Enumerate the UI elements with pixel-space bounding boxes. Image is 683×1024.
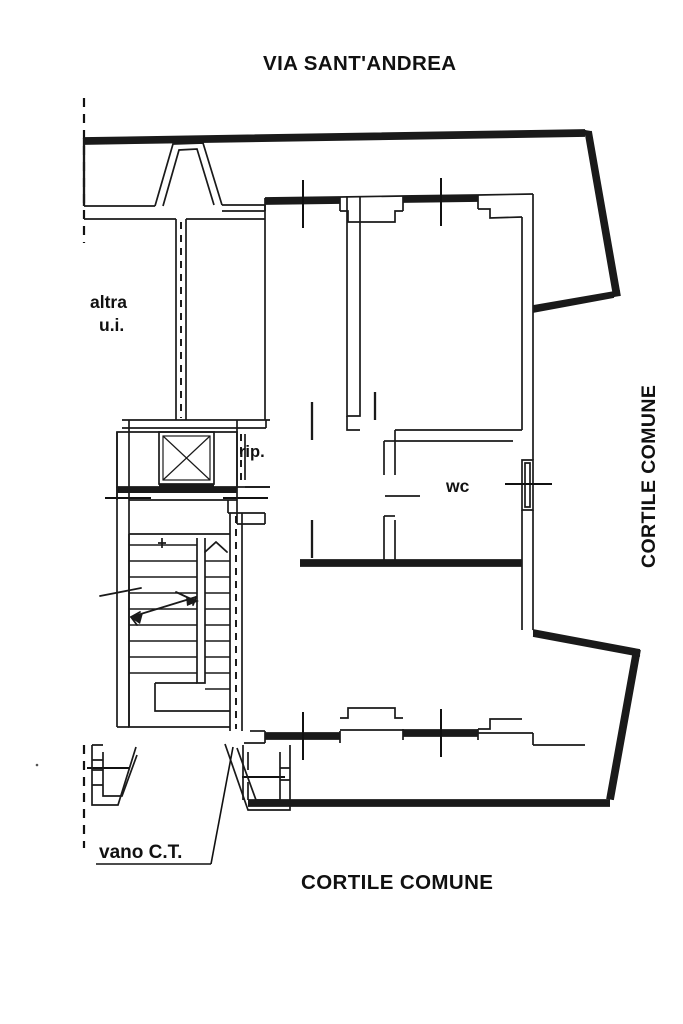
- apartment-wall-right: [505, 194, 552, 630]
- vano-ct-leader: [96, 746, 234, 865]
- courtyard-label-right: CORTILE COMUNE: [638, 385, 660, 568]
- courtyard-label-bottom: CORTILE COMUNE: [301, 871, 493, 894]
- wc-room: [300, 495, 522, 567]
- exterior-wall-top: [82, 129, 586, 206]
- exterior-wall-angled-top-right: [532, 129, 621, 313]
- party-wall-dashed: [175, 219, 187, 420]
- courtyard-boundary-bottom: [242, 733, 610, 807]
- window-axis-ticks: [87, 178, 442, 778]
- elevator-cabin-icon: [158, 431, 215, 485]
- exterior-wall-angled-bottom-right: [532, 629, 641, 801]
- registration-mark: [35, 763, 39, 767]
- stair-treads: [129, 544, 230, 690]
- window-right: [505, 459, 552, 511]
- staircase: [99, 533, 230, 728]
- other-unit-label-line2: u.i.: [99, 315, 124, 335]
- entrance-bay-trapezoid: [154, 142, 223, 207]
- other-unit-label-line1: altra: [90, 292, 127, 312]
- apartment-interior-walls: [264, 196, 522, 558]
- interior-wall-upper-left: [84, 204, 266, 220]
- stair-block-right-wall: [229, 513, 243, 731]
- storage-label: rip.: [239, 443, 265, 461]
- boiler-room-label: vano C.T.: [99, 842, 182, 863]
- street-label-top: VIA SANT'ANDREA: [263, 52, 456, 75]
- wc-label: wc: [445, 476, 470, 496]
- wall-landing-stairs: [116, 487, 265, 525]
